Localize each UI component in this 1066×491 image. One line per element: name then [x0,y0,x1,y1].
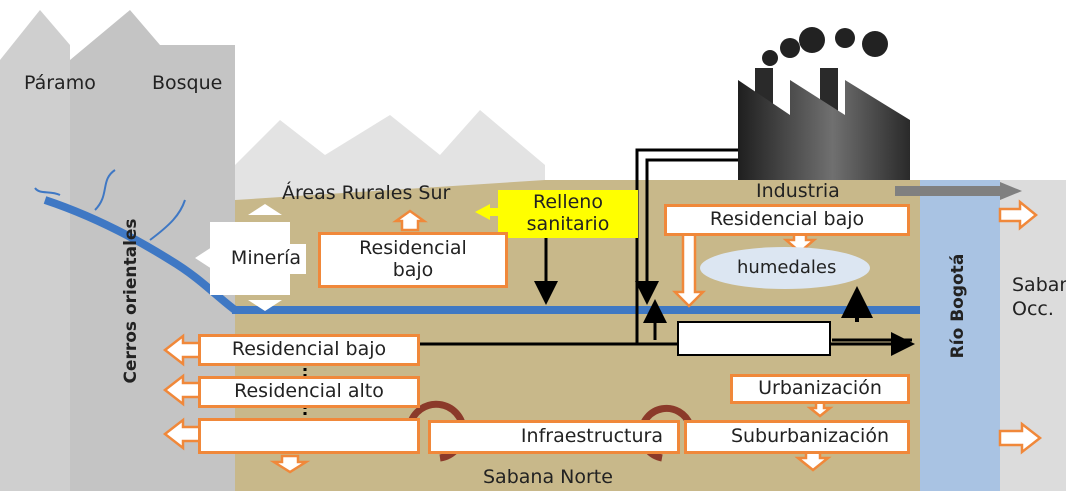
label-areas-rurales-sur: Áreas Rurales Sur [282,182,451,204]
label-cerros-orientales: Cerros orientales [121,218,141,384]
factory-icon [738,27,910,180]
infraestructura-box: Infraestructura [428,420,680,454]
relleno-sanitario-box: Relleno sanitario [498,190,638,238]
label-sabana-norte: Sabana Norte [483,466,613,488]
suburbanizacion-box: Suburbanización [684,420,910,454]
stream-branch [149,199,186,241]
residencial-bajo-rural-box: Residencial bajo [318,232,508,288]
residencial-alto-box: Residencial alto [198,376,420,408]
label-sabana-occ: Sabana Occ. [1012,274,1066,320]
humedales-label: humedales [737,257,837,278]
label-paramo: Páramo [24,72,96,94]
stream-branch [34,187,61,196]
label-bosque: Bosque [152,72,223,94]
orange-arrows [162,199,1043,474]
rio-bogota-region [920,180,1000,491]
paramo-mountain [0,10,70,491]
label-rio-bogota: Río Bogotá [948,253,968,359]
rural-mountains [235,110,545,200]
relleno-yellow-arrow [475,204,490,220]
residencial-bajo-top-box: Residencial bajo [664,204,910,236]
urbanizacion-box: Urbanización [730,374,910,404]
empty-box [677,321,831,356]
empty-left-box [198,418,420,454]
mineria-label: Minería [226,244,306,274]
relleno-yellow-arrow-shaft [488,208,506,216]
stream-branch [94,169,116,211]
label-industria: Industria [756,180,840,202]
residencial-bajo-left-box: Residencial bajo [198,334,420,366]
humedales-ellipse [700,247,870,289]
industria-grey-arrow [895,182,1022,200]
